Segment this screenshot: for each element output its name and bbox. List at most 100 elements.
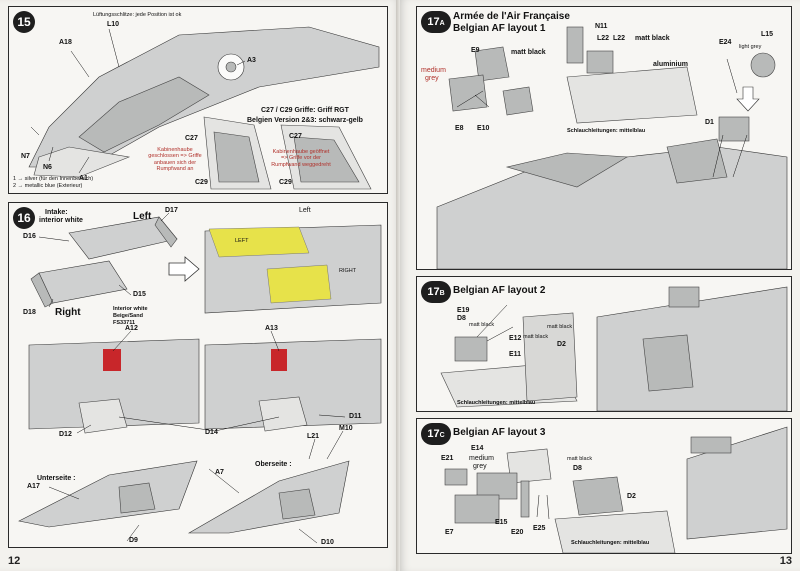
paint-note-blue: 2 → metallic blue (Exterieur) (13, 183, 83, 189)
grips-note-1: C27 / C29 Griffe: Griff RGT (261, 107, 349, 114)
part-label-d2-b: D2 (557, 341, 566, 348)
aluminium-label: aluminium (653, 61, 689, 68)
step-number-15: 15 (13, 11, 35, 33)
step-suffix: B (439, 290, 445, 297)
part-label-a3: A3 (247, 57, 256, 64)
part-label-d14: D14 (205, 429, 218, 436)
part-label-e7: E7 (445, 529, 454, 536)
part-label-c29-a: C29 (195, 179, 208, 186)
step-number: 17 (427, 428, 440, 440)
part-label-d15: D15 (133, 291, 146, 298)
intake-note-title: Intake: (45, 209, 68, 216)
part-label-l15: L15 (761, 31, 774, 38)
step-17b-panel: 17B Belgian AF layout 2 E19 D8 matt blac… (416, 276, 792, 412)
colour-note-1: Interior white (113, 306, 148, 312)
label-right: Right (55, 307, 81, 318)
part-label-e11: E11 (509, 351, 522, 358)
matt-black-b2: matt black (523, 334, 549, 340)
part-label-a1: A1 (79, 175, 88, 182)
intake-note-colour: interior white (39, 217, 83, 224)
part-label-d12: D12 (59, 431, 72, 438)
part-label-d10: D10 (321, 539, 334, 546)
part-label-e21: E21 (441, 455, 454, 462)
part-label-e14: E14 (471, 445, 484, 452)
hoses-label-a: Schlauchleitungen: mittelblau (567, 128, 646, 134)
part-label-l22-a: L22 (597, 35, 610, 42)
part-label-m10: M10 (339, 425, 353, 432)
part-label-d18: D18 (23, 309, 36, 316)
part-label-e10: E10 (477, 125, 490, 132)
part-label-d16: D16 (23, 233, 36, 240)
step-17a-title-2: Belgian AF layout 1 (453, 23, 546, 34)
part-label-d8-c: D8 (573, 465, 582, 472)
part-label-e19: E19 (457, 307, 470, 314)
part-label-e25: E25 (533, 525, 546, 532)
part-label-d1: D1 (705, 119, 714, 126)
medium-grey-2: grey (425, 75, 439, 82)
step-number: 17 (427, 286, 440, 298)
step-16-illustration (18, 212, 382, 544)
stencil-right: RIGHT (339, 268, 357, 274)
page-number-left: 12 (8, 555, 21, 567)
step-suffix: A (439, 20, 445, 27)
stencil-left: LEFT (235, 238, 249, 244)
hoses-label-b: Schlauchleitungen: mittelblau (457, 400, 536, 406)
part-label-n7: N7 (21, 153, 30, 160)
right-page: 17A Armée de l'Air Française Belgian AF … (400, 0, 800, 571)
part-label-a7: A7 (215, 469, 224, 476)
step-number-17a: 17A (421, 11, 451, 33)
underside-label: Unterseite : (37, 475, 76, 482)
step-17c-panel: 17C Belgian AF layout 3 E21 E14 medium g… (416, 418, 792, 554)
part-label-d8: D8 (457, 315, 466, 322)
part-label-d9: D9 (129, 537, 138, 544)
part-label-l10: L10 (107, 21, 120, 28)
matt-black-1: matt black (511, 49, 546, 56)
part-label-e12: E12 (509, 335, 522, 342)
part-label-a12: A12 (125, 325, 138, 332)
part-label-l21: L21 (307, 433, 320, 440)
medium-grey-c2: grey (473, 463, 487, 470)
matt-black-b3: matt black (547, 324, 573, 330)
part-label-d11: D11 (349, 413, 362, 420)
part-label-e20: E20 (511, 529, 524, 536)
part-label-a13: A13 (265, 325, 278, 332)
part-label-d2-c: D2 (627, 493, 636, 500)
matt-black-c: matt black (567, 456, 593, 462)
part-label-c27-a: C27 (185, 135, 198, 142)
part-label-c29-b: C29 (279, 179, 292, 186)
step-15-panel: 15 Lüftungsschlitze: jede Position ist o… (8, 6, 388, 194)
step-17b-title: Belgian AF layout 2 (453, 285, 546, 296)
step-17a-illustration (436, 26, 788, 269)
step-15-illustration (28, 26, 380, 190)
step-17a-title-1: Armée de l'Air Française (453, 11, 570, 22)
colour-note-2: Beige/Sand (113, 313, 143, 319)
callout-canopy-open: Kabinenhaube geöffnet => Griffe vor der … (271, 149, 331, 168)
part-label-e9: E9 (471, 47, 480, 54)
part-label-a17: A17 (27, 483, 40, 490)
label-left: Left (133, 211, 152, 222)
step-17a-panel: 17A Armée de l'Air Française Belgian AF … (416, 6, 792, 270)
part-label-e15: E15 (495, 519, 508, 526)
step-number-17b: 17B (421, 281, 451, 303)
step-number-17c: 17C (421, 423, 451, 445)
colour-note-3: FS33711 (113, 320, 136, 326)
step-17c-illustration (444, 426, 788, 553)
fuselage-left-word: Left (299, 207, 311, 214)
step-suffix: C (439, 432, 445, 439)
part-label-a18: A18 (59, 39, 72, 46)
matt-black-b1: matt black (469, 322, 495, 328)
part-label-e24: E24 (719, 39, 732, 46)
part-label-n6: N6 (43, 164, 52, 171)
part-label-l22-b: L22 (613, 35, 626, 42)
step-17c-title: Belgian AF layout 3 (453, 427, 546, 438)
step-number: 17 (427, 16, 440, 28)
step-17b-illustration (440, 286, 788, 411)
vents-note: Lüftungsschlitze: jede Position ist ok (93, 12, 182, 18)
grips-note-2: Belgien Version 2&3: schwarz-gelb (247, 117, 363, 124)
part-label-e8: E8 (455, 125, 464, 132)
step-16-panel: 16 (8, 202, 388, 548)
medium-grey-c1: medium (469, 455, 494, 462)
topside-label: Oberseite : (255, 461, 292, 468)
part-label-n11: N11 (595, 23, 608, 30)
matt-black-2: matt black (635, 35, 670, 42)
